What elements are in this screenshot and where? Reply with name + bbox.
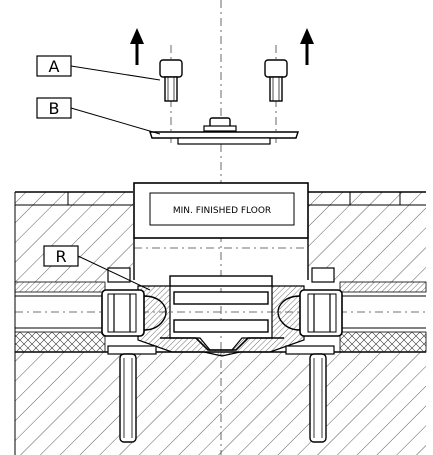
pipe-connector-right [277,289,343,337]
leveling-screw-left [107,345,157,443]
svg-text:A: A [49,57,60,76]
insulation-layer [14,281,427,353]
min-finished-floor-label: MIN. FINISHED FLOOR [173,206,271,216]
bolt-left [159,59,183,102]
leveling-screw-right [285,345,335,443]
label-b: B [36,97,161,135]
cover-plate [149,117,299,145]
up-arrow-left-icon [130,28,144,65]
up-arrow-right-icon [300,28,314,65]
label-r: R [43,245,151,291]
svg-text:B: B [49,99,60,118]
bolt-right [264,59,288,102]
label-a: A [36,55,161,81]
floor-upper-layer [15,191,426,282]
pipe-connector-left [101,289,167,337]
svg-text:R: R [55,247,66,266]
floor-lower-layer [15,351,426,455]
drain-body: MIN. FINISHED FLOOR [107,182,335,357]
